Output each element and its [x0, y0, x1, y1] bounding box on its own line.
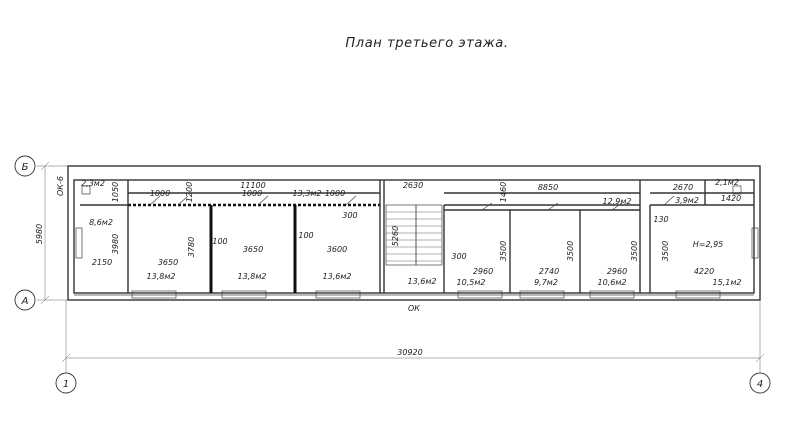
svg-text:4: 4 [757, 379, 763, 390]
room-areas: 2,3м2 8,6м2 13,8м2 13,8м2 13,6м2 13,3м2 … [81, 178, 741, 287]
svg-text:100: 100 [298, 231, 313, 240]
svg-text:8850: 8850 [538, 183, 558, 192]
plan-title: План третьего этажа. [345, 36, 508, 51]
svg-text:130: 130 [653, 215, 668, 224]
svg-text:2,3м2: 2,3м2 [81, 179, 105, 188]
svg-text:2960: 2960 [473, 267, 493, 276]
svg-text:13,8м2: 13,8м2 [238, 272, 267, 281]
svg-text:1200: 1200 [185, 182, 194, 202]
svg-text:13,6м2: 13,6м2 [408, 277, 437, 286]
svg-text:1: 1 [63, 379, 69, 390]
svg-text:1050: 1050 [111, 182, 120, 202]
axis-bubble-b: Б [14, 155, 36, 177]
svg-text:300: 300 [342, 211, 357, 220]
svg-text:13,6м2: 13,6м2 [323, 272, 352, 281]
note-ok6: ОК-6 [56, 176, 65, 196]
svg-text:10,6м2: 10,6м2 [598, 278, 627, 287]
svg-text:13,3м2: 13,3м2 [293, 189, 322, 198]
svg-text:1000: 1000 [150, 189, 170, 198]
axis-bubble-1: 1 [55, 372, 77, 394]
svg-text:3500: 3500 [566, 241, 575, 261]
svg-text:2670: 2670 [673, 183, 693, 192]
svg-text:4220: 4220 [694, 267, 714, 276]
svg-text:3500: 3500 [661, 241, 670, 261]
axis-lines [37, 161, 765, 372]
svg-text:3600: 3600 [327, 245, 347, 254]
dim-overall-length: 30920 [397, 348, 422, 357]
svg-text:1420: 1420 [721, 194, 741, 203]
svg-text:3650: 3650 [243, 245, 263, 254]
svg-text:Б: Б [22, 162, 29, 173]
building-outline [67, 165, 761, 301]
svg-text:13,8м2: 13,8м2 [147, 272, 176, 281]
note-ok: ОК [408, 304, 420, 313]
svg-text:12,9м2: 12,9м2 [603, 197, 632, 206]
svg-text:2630: 2630 [403, 181, 423, 190]
dim-overall-height: 5980 [35, 224, 44, 244]
svg-text:3980: 3980 [111, 234, 120, 254]
svg-text:2960: 2960 [607, 267, 627, 276]
svg-text:А: А [21, 296, 29, 307]
svg-text:5260: 5260 [391, 226, 400, 246]
axis-bubble-4: 4 [749, 372, 771, 394]
svg-text:1000: 1000 [242, 189, 262, 198]
note-height: Н=2,95 [693, 240, 724, 249]
door-swings [149, 195, 675, 211]
axis-bubble-a: А [14, 289, 36, 311]
svg-text:1000: 1000 [325, 189, 345, 198]
svg-text:15,1м2: 15,1м2 [713, 278, 742, 287]
stair-flight [385, 204, 443, 266]
windows [75, 227, 759, 299]
sanitary-fixtures [81, 185, 742, 195]
svg-text:3780: 3780 [187, 237, 196, 257]
svg-text:2,1м2: 2,1м2 [715, 178, 739, 187]
svg-text:2150: 2150 [92, 258, 112, 267]
svg-text:3,9м2: 3,9м2 [675, 196, 699, 205]
interior-walls [80, 180, 754, 293]
svg-text:2740: 2740 [539, 267, 559, 276]
svg-text:9,7м2: 9,7м2 [534, 278, 558, 287]
svg-text:10,5м2: 10,5м2 [457, 278, 486, 287]
svg-text:3500: 3500 [499, 241, 508, 261]
svg-text:8,6м2: 8,6м2 [89, 218, 113, 227]
svg-text:300: 300 [451, 252, 466, 261]
svg-text:3500: 3500 [630, 241, 639, 261]
svg-text:1460: 1460 [499, 182, 508, 202]
svg-text:100: 100 [212, 237, 227, 246]
svg-text:3650: 3650 [158, 258, 178, 267]
svg-text:11100: 11100 [240, 181, 265, 190]
dimension-labels: 11100 8850 3980 1050 1200 3780 2150 3650… [92, 181, 741, 276]
